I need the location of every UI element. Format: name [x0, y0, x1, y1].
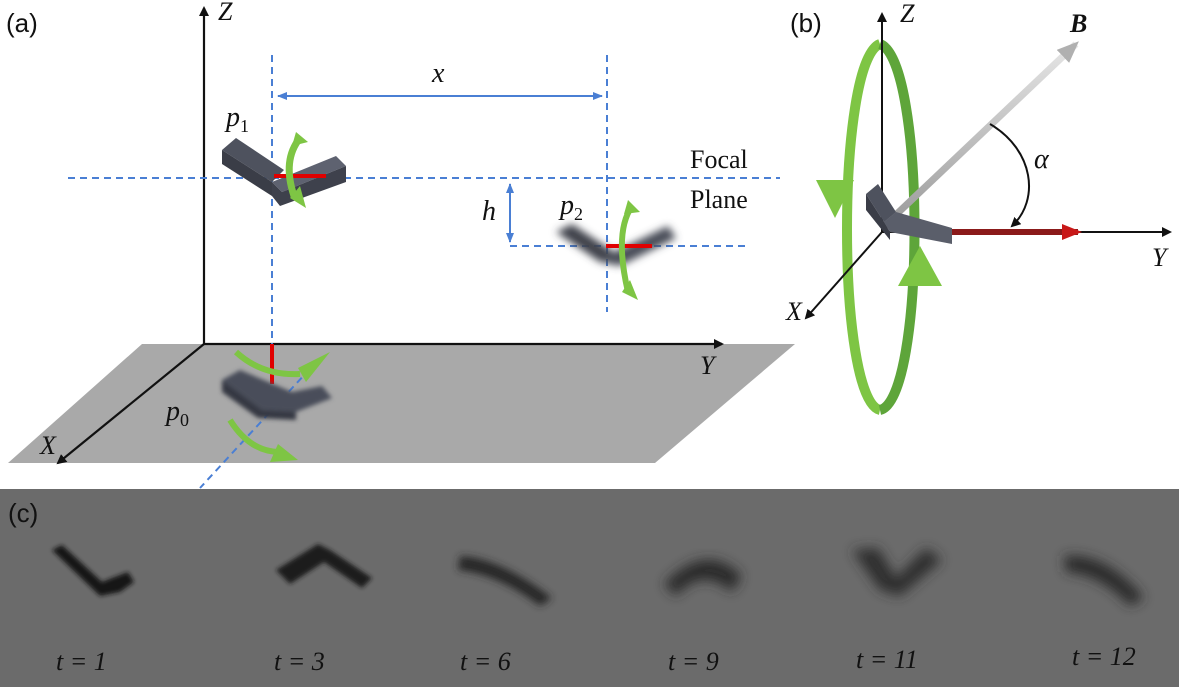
panel-c: (c) t = 1 t = 3 t = 6 t = 9 t = 11 t = 1…: [0, 489, 1179, 687]
b-z-axis-label: Z: [900, 0, 915, 28]
particle-p2-label: p2: [558, 190, 583, 224]
frame-4-label: t = 9: [668, 647, 719, 676]
field-b-label: B: [1069, 9, 1087, 38]
x-axis: [56, 343, 205, 465]
guide-lines: [68, 55, 780, 489]
frame-4-particle: [664, 559, 742, 596]
frame-2-particle: [276, 544, 372, 588]
x-axis-label: X: [39, 431, 57, 460]
frame-2-label: t = 3: [274, 647, 325, 676]
ground-plane: [8, 344, 795, 463]
frame-1-label: t = 1: [56, 647, 107, 676]
b-x-axis-label: X: [785, 297, 803, 326]
particle-p0: [222, 344, 332, 462]
frame-6-label: t = 12: [1072, 642, 1136, 671]
particle-p1-label: p1: [224, 102, 249, 136]
frame-5-label: t = 11: [856, 645, 918, 674]
panel-b-label: (b): [790, 8, 822, 38]
focal-plane-label-line1: Focal: [690, 145, 748, 174]
angle-label: α: [1034, 144, 1050, 175]
loop-arrow-up: [898, 246, 942, 286]
panel-b: (b) Z Y X B α: [785, 0, 1172, 415]
distance-x-label: x: [431, 58, 445, 89]
frame-3-particle: [458, 556, 552, 606]
particle-p0-label: p0: [164, 396, 189, 430]
angle-arc: [989, 123, 1031, 228]
panel-a-label: (a): [6, 8, 38, 38]
height-h-label: h: [482, 196, 496, 227]
field-b-rod: [879, 41, 1079, 231]
y-axis-label: Y: [700, 351, 717, 380]
frame-1-particle: [52, 545, 134, 596]
frame-3-label: t = 6: [460, 647, 511, 676]
frame-5-particle: [852, 548, 942, 596]
b-y-axis-label: Y: [1152, 243, 1169, 272]
frame-6-particle: [1064, 555, 1144, 606]
z-axis-label: Z: [218, 0, 233, 26]
loop-arrow-down: [816, 180, 854, 218]
particle-p2: [556, 200, 676, 300]
b-x-axis: [804, 231, 883, 320]
panel-b-particle: [866, 184, 952, 244]
panel-c-label: (c): [8, 498, 38, 528]
panel-a: (a) Z Y X x h Focal Plane: [6, 0, 795, 489]
particle-p1: [222, 132, 346, 208]
microscope-strip: [0, 489, 1179, 687]
focal-plane-label-line2: Plane: [690, 185, 748, 214]
